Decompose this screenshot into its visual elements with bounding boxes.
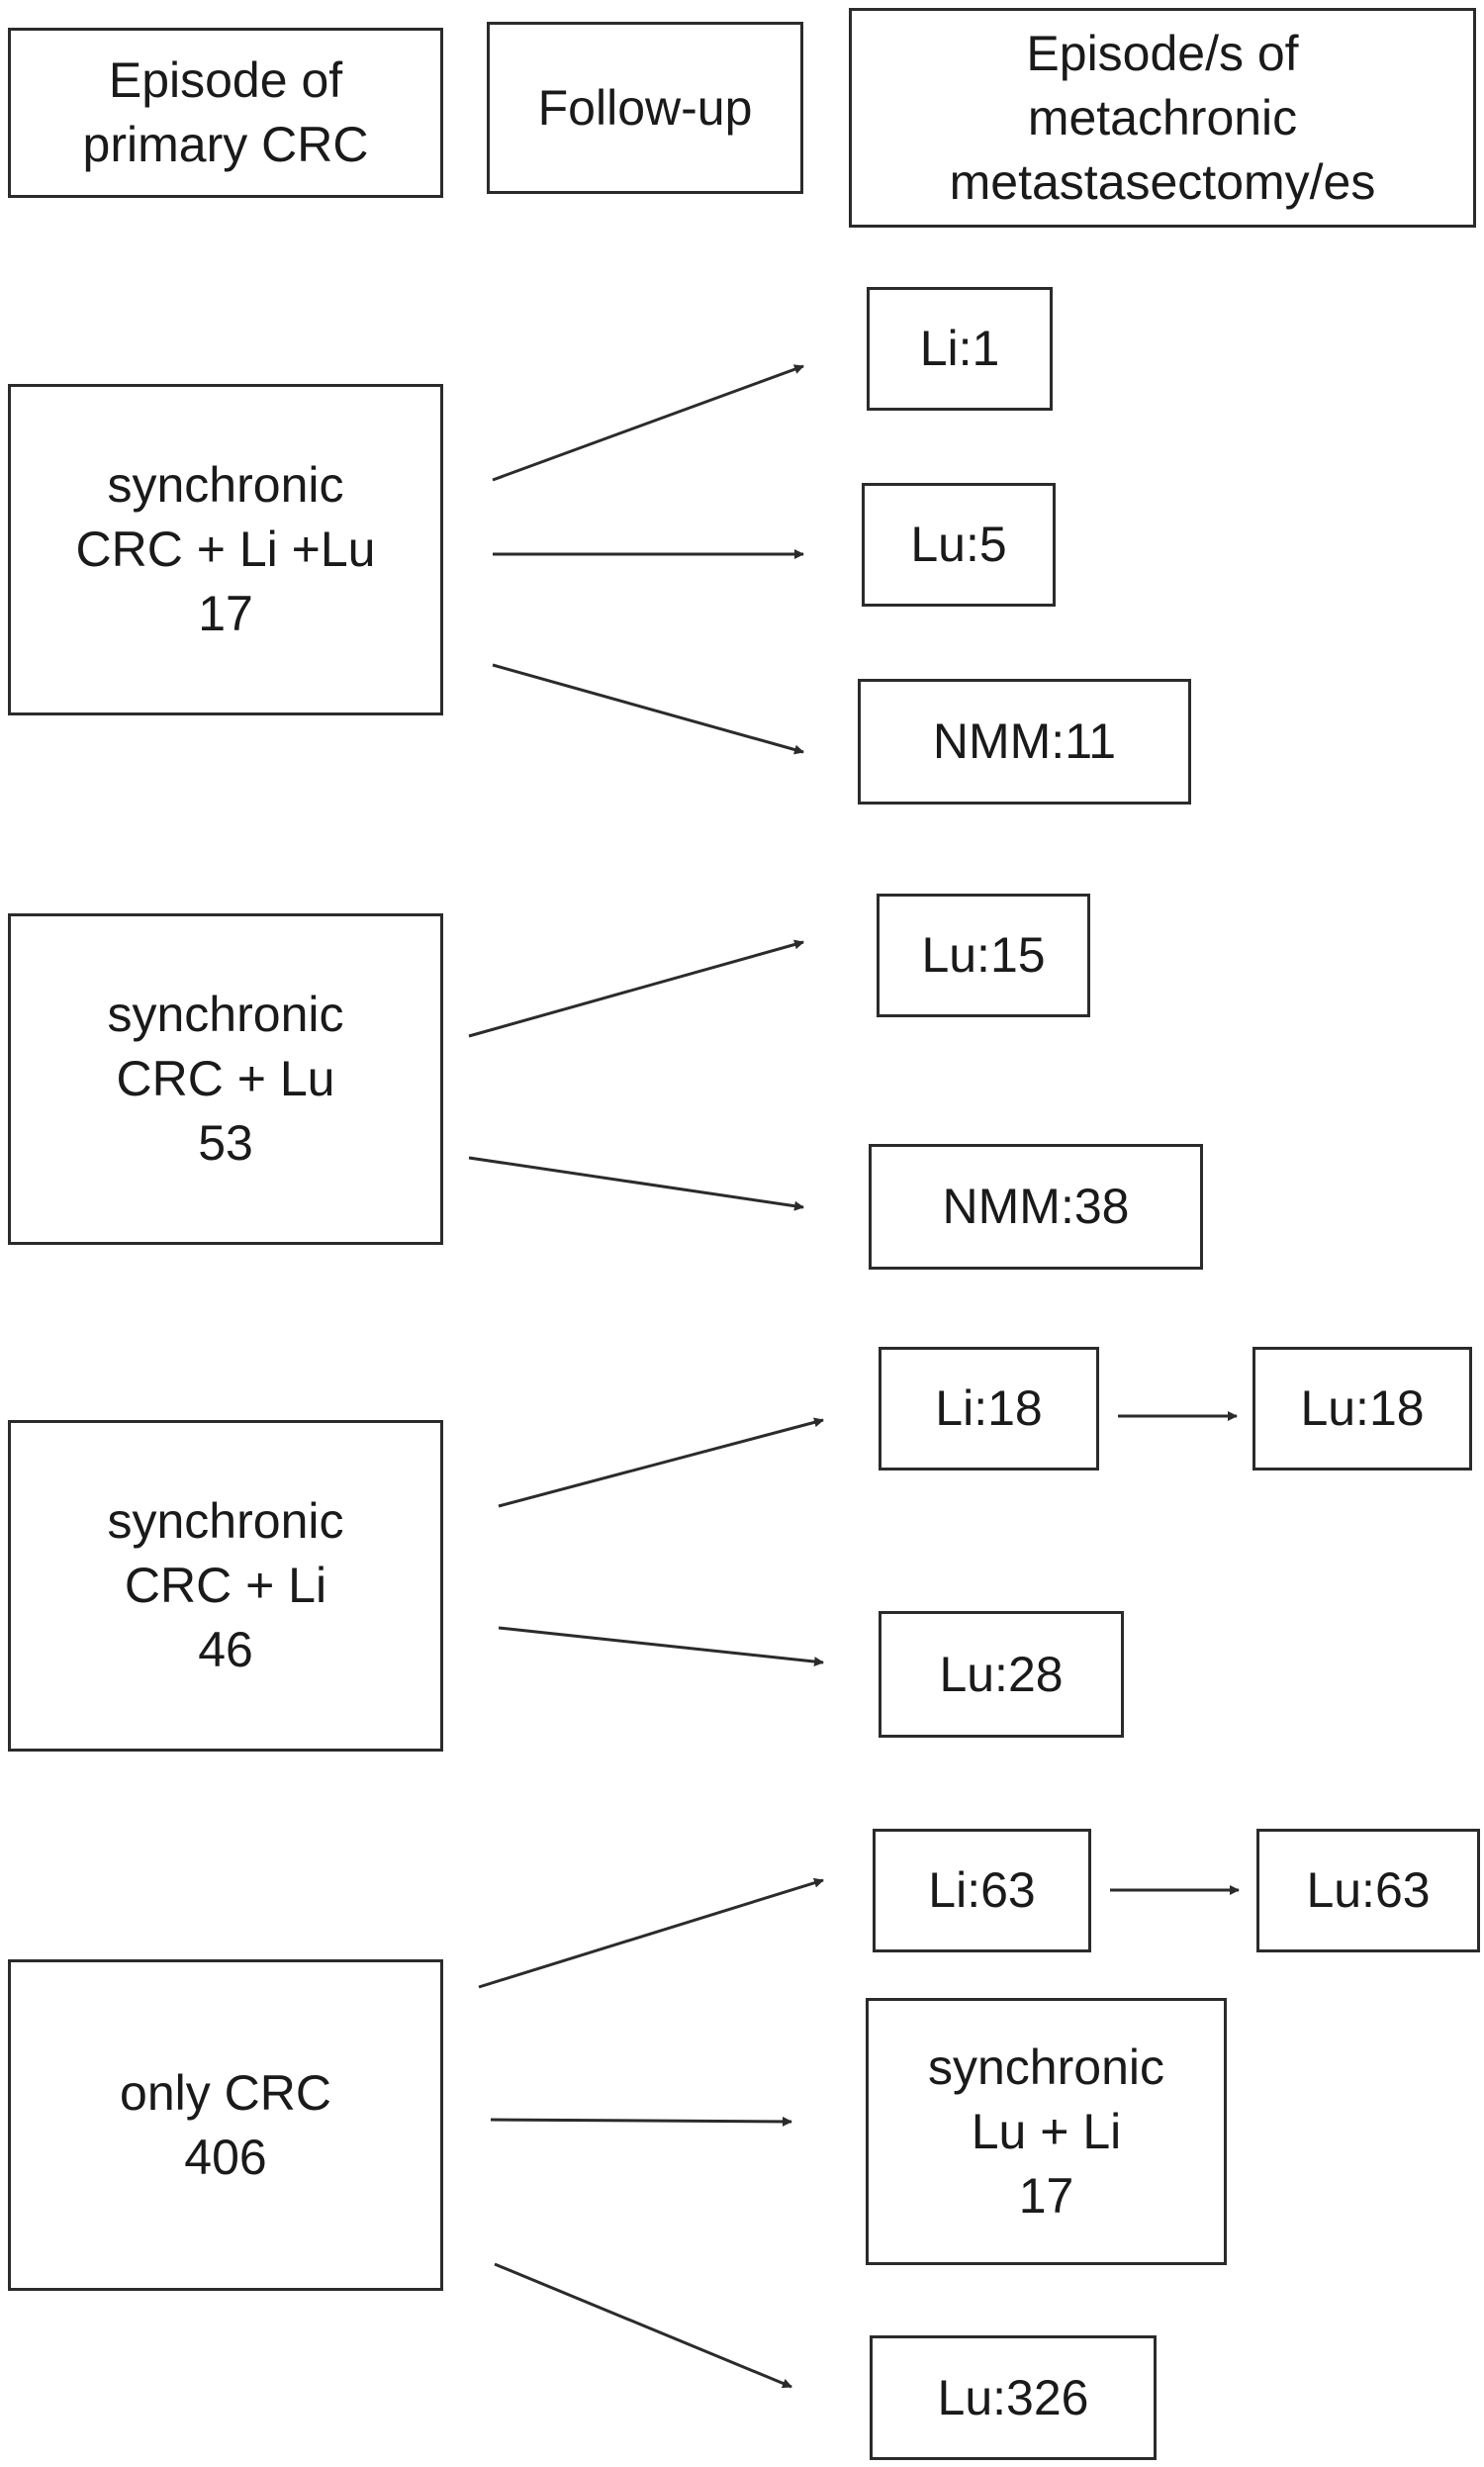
- outcome-box-line: Li:18: [935, 1380, 1043, 1436]
- outcome-box: NMM:11: [858, 679, 1191, 805]
- flow-arrow: [494, 2262, 792, 2389]
- header-primary-crc-line: primary CRC: [82, 117, 369, 172]
- header-follow-up-line: Follow-up: [537, 79, 753, 136]
- outcome-box-line: Li:1: [919, 321, 1000, 376]
- flow-arrow: [468, 1156, 804, 1211]
- header-metachronic-line: metastasectomy/es: [949, 153, 1376, 210]
- outcome-box: Lu:326: [870, 2335, 1157, 2460]
- next-outcome-box-line: Lu:18: [1300, 1380, 1425, 1436]
- header-metachronic-line: metachronic: [1027, 89, 1298, 145]
- outcome-box-line: Li:63: [928, 1862, 1036, 1918]
- flow-arrow: [468, 939, 804, 1038]
- flow-arrow: [498, 1626, 824, 1667]
- outcome-box: NMM:38: [869, 1144, 1203, 1270]
- header-primary-crc: Episode of primary CRC: [8, 28, 443, 198]
- outcome-box-line: Lu + Li: [971, 2103, 1122, 2159]
- outcome-box-line: synchronic: [928, 2039, 1164, 2095]
- source-box-line: 46: [198, 1622, 253, 1677]
- flow-arrow: [492, 364, 804, 482]
- next-outcome-box: Lu:18: [1252, 1347, 1472, 1471]
- outcome-box-line: NMM:11: [932, 713, 1117, 769]
- source-box: only CRC 406: [8, 1959, 443, 2291]
- source-box-line: 406: [184, 2129, 267, 2185]
- header-primary-crc-line: Episode of: [108, 52, 343, 108]
- outcome-box: Lu:15: [877, 894, 1090, 1017]
- header-metachronic-line: Episode/s of: [1026, 25, 1299, 81]
- source-box-line: 53: [198, 1115, 253, 1171]
- outcome-box: Li:18: [879, 1347, 1099, 1471]
- flow-arrow: [478, 1877, 824, 1989]
- flow-arrow: [492, 663, 804, 755]
- source-box-line: synchronic: [107, 1493, 344, 1549]
- header-metachronic: Episode/s of metachronic metastasectomy/es: [849, 8, 1476, 228]
- outcome-box-line: 17: [1018, 2167, 1074, 2224]
- header-follow-up: Follow-up: [487, 22, 803, 194]
- flow-arrow: [490, 2116, 792, 2127]
- outcome-box: synchronic Lu + Li 17: [866, 1998, 1227, 2265]
- outcome-box: Li:1: [867, 287, 1053, 411]
- source-box-line: CRC + Li +Lu: [75, 522, 376, 577]
- outcome-box: Lu:5: [862, 483, 1056, 607]
- outcome-box-line: NMM:38: [942, 1179, 1130, 1234]
- source-box-line: synchronic: [107, 987, 344, 1042]
- outcome-box: Li:63: [873, 1829, 1091, 1952]
- next-outcome-box: Lu:63: [1256, 1829, 1480, 1952]
- source-box-line: CRC + Lu: [116, 1051, 335, 1106]
- outcome-box-line: Lu:326: [937, 2369, 1089, 2425]
- source-box-line: synchronic: [107, 457, 344, 513]
- next-outcome-box-line: Lu:63: [1306, 1862, 1431, 1918]
- outcome-box: Lu:28: [879, 1611, 1124, 1738]
- outcome-box-line: Lu:5: [910, 517, 1007, 572]
- source-box-line: CRC + Li: [124, 1558, 327, 1613]
- source-box-line: only CRC: [120, 2064, 331, 2121]
- source-box-line: 17: [198, 586, 253, 641]
- flow-arrow: [498, 1417, 824, 1508]
- outcome-box-line: Lu:28: [939, 1646, 1064, 1702]
- outcome-box-line: Lu:15: [921, 927, 1046, 983]
